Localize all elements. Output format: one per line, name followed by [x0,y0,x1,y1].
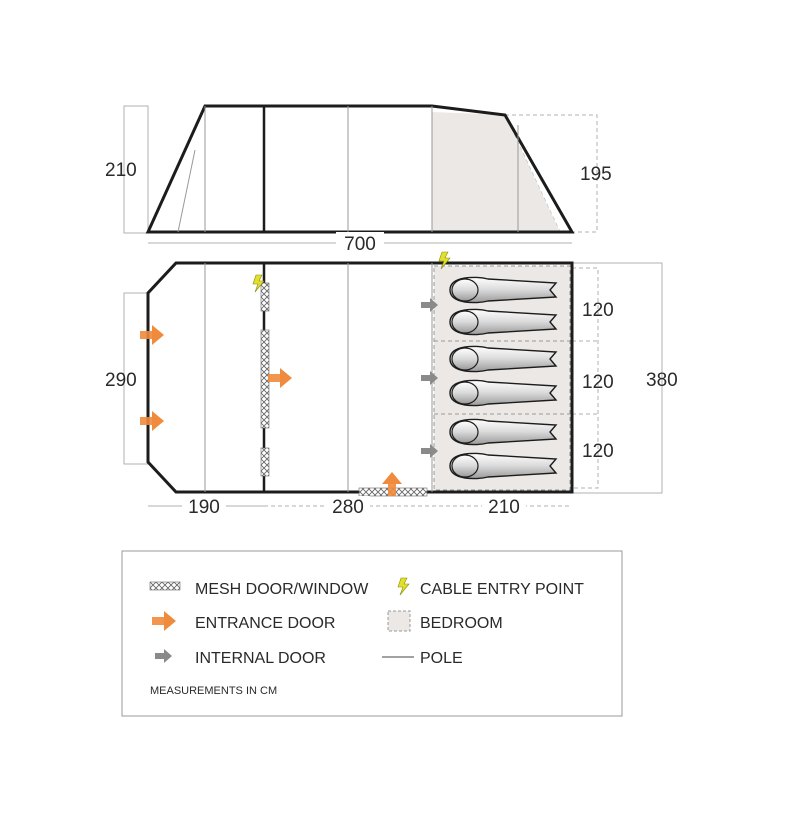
legend-label-internal: INTERNAL DOOR [195,650,326,667]
mesh-door [260,329,270,429]
section-dimensions: 190 280 210 [148,496,572,518]
side-outline [145,104,575,234]
entrance-door-arrow [268,368,292,388]
legend-box [121,550,623,717]
floor-plan: 290 380 120 120 120 [105,251,678,497]
sleeping-bag-icon [449,345,558,373]
legend: MESH DOOR/WINDOW CABLE ENTRY POINT ENTRA… [121,550,623,717]
height-right-label: 195 [580,164,612,185]
total-length-label: 700 [344,234,376,255]
legend-label-mesh: MESH DOOR/WINDOW [195,581,369,598]
sleeping-bags [449,276,558,480]
legend-label-entrance: ENTRANCE DOOR [195,615,335,632]
side-bedroom-shade [432,112,560,232]
sleeping-bag-icon [449,379,558,407]
sleeping-bag-icon [449,452,558,480]
bedroom-width-label: 120 [582,441,614,462]
mesh-window [260,282,270,312]
section-length-label: 210 [488,497,520,518]
mesh-window [260,447,270,477]
total-length-dimension: 700 [148,232,572,255]
entrance-door-arrow [140,411,164,431]
legend-label-bedroom: BEDROOM [420,615,503,632]
bedroom-width-label: 120 [582,372,614,393]
legend-label-cable: CABLE ENTRY POINT [420,581,584,598]
bedroom-width-label: 120 [582,300,614,321]
width-label: 290 [105,370,137,391]
bedroom-area [433,265,571,491]
entrance-door-arrow [140,325,164,345]
sleeping-bag-icon [449,308,558,336]
legend-label-pole: POLE [420,650,463,667]
height-left-label: 210 [105,160,137,181]
mesh-icon [149,581,181,591]
bedroom-square-icon [387,610,411,632]
side-view: 210 195 [105,104,612,234]
side-pole [177,149,196,233]
section-length-label: 190 [188,497,220,518]
section-length-label: 280 [332,497,364,518]
bedroom-depth-label: 380 [646,370,678,391]
height-dim-box-right [504,114,598,233]
measurements-note: MEASUREMENTS IN CM [150,685,277,697]
sleeping-bag-icon [449,276,558,304]
sleeping-bag-icon [449,418,558,446]
floor-outline [146,261,574,494]
height-dim-box-left [123,105,149,234]
